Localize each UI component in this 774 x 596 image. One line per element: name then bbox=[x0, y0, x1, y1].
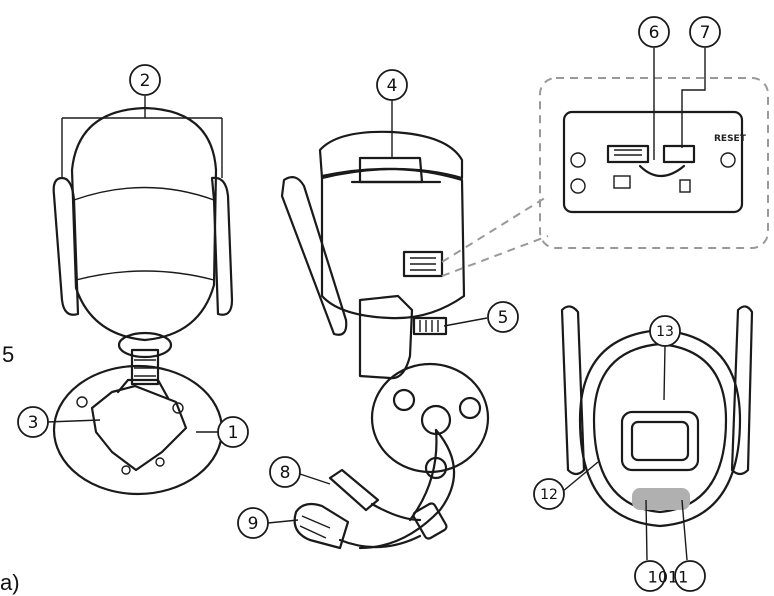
callout-2: 2 bbox=[129, 64, 161, 96]
reset-panel-zoom: RESET bbox=[441, 77, 769, 277]
callout-markers: 2 3 1 4 5 6 7 8 9 12 13 1011 bbox=[17, 16, 721, 592]
callout-3: 3 bbox=[17, 406, 49, 438]
callout-12: 12 bbox=[533, 478, 565, 510]
svg-text:1: 1 bbox=[228, 423, 239, 443]
network-connector bbox=[293, 502, 350, 550]
camera-body-side bbox=[320, 167, 466, 320]
callout-6: 6 bbox=[638, 16, 670, 48]
microsd-slot bbox=[606, 144, 650, 164]
callout-8: 8 bbox=[269, 456, 301, 488]
camera-body-rear bbox=[70, 106, 218, 342]
callout-7: 7 bbox=[689, 16, 721, 48]
camera-rear-view bbox=[52, 106, 234, 496]
front-antenna-right bbox=[730, 305, 754, 476]
cable-main bbox=[358, 428, 456, 550]
status-light-band bbox=[632, 488, 690, 510]
front-antenna-left bbox=[560, 305, 586, 476]
svg-text:13: 13 bbox=[656, 324, 674, 340]
port-plate bbox=[562, 110, 744, 214]
callout-13: 13 bbox=[649, 315, 681, 347]
svg-text:6: 6 bbox=[649, 23, 660, 43]
edge-text-left: 5 bbox=[2, 342, 15, 367]
camera-side-view bbox=[280, 130, 490, 550]
leader-lines bbox=[46, 48, 706, 561]
top-visor bbox=[318, 130, 464, 180]
card-slot-port bbox=[402, 250, 444, 278]
mount-bracket bbox=[90, 384, 188, 472]
svg-text:5: 5 bbox=[498, 308, 509, 328]
wall-base bbox=[370, 362, 490, 474]
svg-text:4: 4 bbox=[387, 76, 398, 96]
svg-text:3: 3 bbox=[28, 413, 39, 433]
reset-button bbox=[662, 144, 696, 164]
power-connector bbox=[328, 468, 380, 512]
svg-text:1011: 1011 bbox=[648, 568, 689, 587]
camera-front-view bbox=[560, 305, 754, 528]
svg-text:8: 8 bbox=[280, 463, 291, 483]
front-lens bbox=[620, 410, 700, 472]
svg-text:12: 12 bbox=[540, 487, 558, 503]
side-antenna bbox=[280, 175, 348, 336]
speaker-grille bbox=[412, 316, 448, 336]
callout-10-11: 1011 bbox=[634, 560, 706, 592]
front-body bbox=[578, 328, 742, 528]
edge-text-bottom: a) bbox=[0, 570, 20, 595]
svg-text:2: 2 bbox=[140, 71, 151, 91]
callout-1: 1 bbox=[217, 416, 249, 448]
mount-base bbox=[52, 364, 224, 496]
callout-5: 5 bbox=[487, 301, 519, 333]
right-antenna bbox=[210, 176, 234, 316]
callout-9: 9 bbox=[237, 507, 269, 539]
left-antenna bbox=[52, 176, 80, 316]
side-bracket bbox=[358, 294, 414, 380]
front-face bbox=[592, 342, 728, 514]
svg-text:9: 9 bbox=[248, 514, 259, 534]
svg-text:7: 7 bbox=[700, 23, 711, 43]
callout-4: 4 bbox=[376, 69, 408, 101]
zoom-lead-lines bbox=[441, 195, 549, 277]
sd-card-outline bbox=[638, 164, 686, 178]
reset-label: RESET bbox=[714, 134, 747, 144]
